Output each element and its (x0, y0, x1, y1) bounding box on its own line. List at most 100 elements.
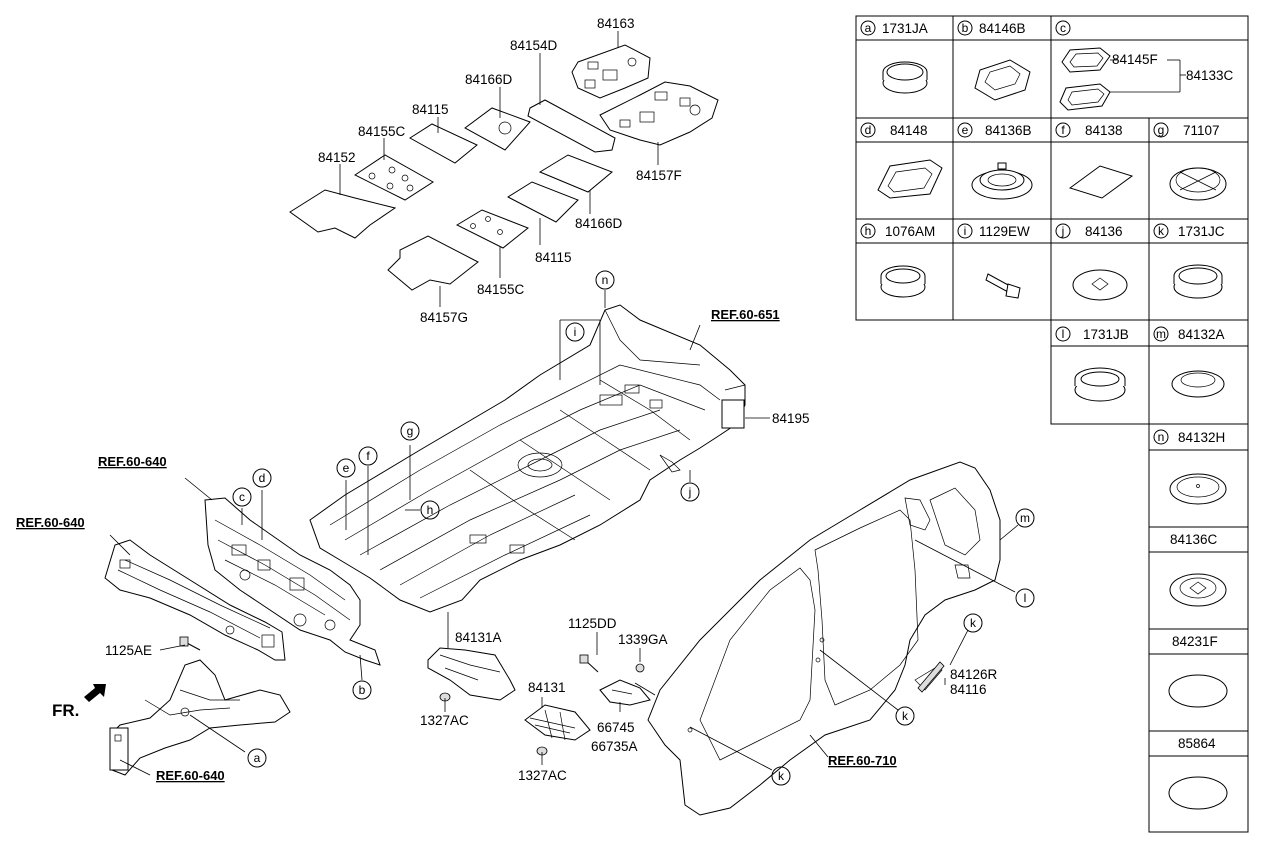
legend-cell-n[interactable]: n 84132H (1153, 429, 1227, 505)
svg-text:f: f (366, 449, 370, 463)
callout-m: m (1015, 508, 1035, 528)
pad-84157G (387, 235, 479, 291)
svg-text:a: a (254, 751, 261, 765)
label-84131A: 84131A (455, 630, 502, 645)
label-84115-top: 84115 (412, 102, 449, 117)
callout-i: i (565, 322, 585, 342)
legend-cell-m[interactable]: m 84132A (1153, 326, 1225, 398)
label-84152: 84152 (318, 150, 356, 165)
svg-text:84132H: 84132H (1178, 430, 1225, 445)
cowl-panel (104, 539, 286, 661)
pad-84115-top (409, 123, 478, 164)
callout-b: b (352, 680, 372, 700)
svg-text:84148: 84148 (890, 123, 928, 138)
svg-text:j: j (688, 485, 692, 499)
legend-cell-a[interactable]: a 1731JA (860, 20, 928, 94)
label-84154D: 84154D (510, 38, 558, 53)
svg-text:i: i (574, 325, 577, 339)
svg-text:84136B: 84136B (985, 123, 1032, 138)
pad-84115-bottom (506, 181, 579, 223)
legend-table: a 1731JA b 84146B c 84145F 84133C (855, 15, 1249, 833)
ref-60-710[interactable]: REF.60-710 (828, 753, 897, 768)
svg-text:l: l (1024, 591, 1027, 605)
svg-text:84136: 84136 (1085, 224, 1123, 239)
leader-lines-top (339, 31, 659, 307)
legend-cell-k[interactable]: k 1731JC (1153, 223, 1225, 299)
svg-text:84132A: 84132A (1178, 327, 1225, 342)
svg-text:m: m (1020, 511, 1030, 525)
legend-cell-b[interactable]: b 84146B (957, 20, 1031, 101)
legend-cell-c[interactable]: c 84145F 84133C (1055, 20, 1234, 111)
pad-84154D (527, 99, 616, 153)
svg-text:71107: 71107 (1183, 123, 1220, 138)
legend-cell-h[interactable]: h 1076AM (860, 223, 935, 298)
svg-text:1731JC: 1731JC (1178, 224, 1225, 239)
pad-84155C-top (354, 154, 434, 201)
legend-cell-i[interactable]: i 1129EW (957, 223, 1030, 299)
svg-text:k: k (1158, 224, 1165, 238)
svg-text:d: d (259, 471, 266, 485)
label-1339GA: 1339GA (618, 632, 668, 647)
legend-cell-l[interactable]: l 1731JB (1055, 326, 1129, 402)
insulation-pads (289, 44, 719, 291)
floor-pan (309, 304, 746, 613)
svg-text:84138: 84138 (1085, 123, 1123, 138)
label-84195: 84195 (772, 411, 810, 426)
legend-cell-84136C[interactable]: 84136C (1169, 532, 1227, 607)
callout-k-2: k (895, 706, 915, 726)
label-84126R: 84126R (950, 667, 998, 682)
svg-text:84146B: 84146B (979, 21, 1026, 36)
lower-labels: 84195 1125AE 84131A 1125DD 1339GA 1327AC… (105, 411, 998, 783)
legend-cell-84231F[interactable]: 84231F (1168, 634, 1228, 708)
pad-84166D-bottom (538, 154, 613, 193)
svg-text:85864: 85864 (1178, 736, 1216, 751)
legend-cell-f[interactable]: f 84138 (1055, 122, 1134, 199)
callout-n: n (595, 270, 615, 290)
ref-60-640-member[interactable]: REF.60-640 (156, 768, 225, 783)
svg-text:k: k (902, 709, 909, 723)
svg-text:b: b (359, 683, 366, 697)
side-body-panel (647, 461, 1001, 816)
ref-60-640-cowl[interactable]: REF.60-640 (16, 515, 85, 530)
under-covers (427, 647, 651, 741)
top-labels: 84163 84154D 84166D 84115 84155C 84152 8… (318, 16, 682, 325)
svg-text:e: e (343, 461, 350, 475)
svg-text:b: b (962, 21, 969, 35)
label-84166D-bottom: 84166D (575, 216, 623, 231)
ref-labels: REF.60-651 REF.60-640 REF.60-640 REF.60-… (16, 307, 897, 783)
legend-cell-e[interactable]: e 84136B (957, 122, 1033, 200)
pad-84155C-bottom (455, 209, 529, 249)
label-84131: 84131 (528, 680, 566, 695)
legend-cell-d[interactable]: d 84148 (860, 122, 943, 199)
svg-text:h: h (427, 503, 434, 517)
legend-cell-g[interactable]: g 71107 (1153, 122, 1227, 201)
svg-text:84136C: 84136C (1170, 532, 1218, 547)
callout-f: f (358, 446, 378, 466)
label-1125AE: 1125AE (105, 643, 152, 658)
svg-text:c: c (239, 490, 245, 504)
label-84157F: 84157F (636, 168, 682, 183)
svg-text:f: f (1061, 123, 1065, 137)
callout-k-1: k (963, 613, 983, 633)
label-1327AC-2: 1327AC (518, 768, 567, 783)
svg-text:l: l (1062, 327, 1065, 341)
svg-text:g: g (407, 424, 414, 438)
label-84116: 84116 (950, 682, 987, 697)
svg-text:g: g (1158, 123, 1165, 137)
callout-g: g (400, 421, 420, 441)
svg-text:1731JB: 1731JB (1083, 327, 1129, 342)
callout-d: d (252, 468, 272, 488)
callout-h: h (420, 500, 440, 520)
svg-text:m: m (1156, 327, 1166, 341)
svg-text:a: a (865, 21, 872, 35)
ref-60-640-dash[interactable]: REF.60-640 (98, 454, 167, 469)
svg-text:84231F: 84231F (1172, 634, 1218, 649)
callout-e: e (336, 458, 356, 478)
callout-j: j (680, 482, 700, 502)
legend-cell-j[interactable]: j 84136 (1055, 223, 1128, 301)
label-1125DD: 1125DD (568, 616, 617, 631)
legend-cell-85864[interactable]: 85864 (1168, 736, 1228, 810)
ref-60-651[interactable]: REF.60-651 (711, 307, 780, 322)
svg-text:1076AM: 1076AM (885, 224, 935, 239)
